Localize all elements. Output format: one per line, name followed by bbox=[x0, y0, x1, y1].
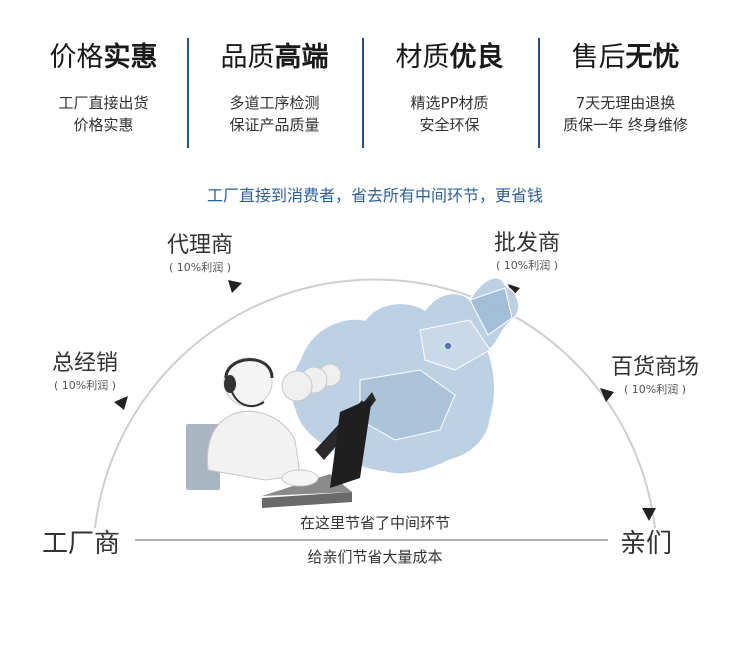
feature-line: 工厂直接出货 bbox=[58, 94, 149, 112]
node-name: 代理商 bbox=[166, 233, 233, 258]
node-profit: ( 10%利润 ) bbox=[53, 379, 117, 392]
feature-quality: 品质高端 多道工序检测 保证产品质量 bbox=[181, 40, 368, 136]
node-agent: 代理商 ( 10%利润 ) bbox=[145, 232, 255, 275]
node-profit: ( 10%利润 ) bbox=[495, 259, 559, 272]
node-name: 总经销 bbox=[51, 351, 118, 376]
feature-line: 精选PP材质 bbox=[410, 94, 489, 112]
feature-title: 材质优良 bbox=[395, 42, 504, 73]
feature-title: 品质高端 bbox=[220, 42, 329, 73]
start-node-factory: 工厂商 bbox=[42, 529, 121, 559]
feature-line: 7天无理由退换 bbox=[575, 94, 676, 112]
arrow-icon bbox=[114, 396, 128, 410]
savings-line-1: 在这里节省了中间环节 bbox=[299, 514, 450, 532]
tagline: 工厂直接到消费者，省去所有中间环节，更省钱 bbox=[206, 186, 543, 205]
feature-material: 材质优良 精选PP材质 安全环保 bbox=[356, 40, 543, 136]
node-department-store: 百货商场 ( 10%利润 ) bbox=[590, 354, 720, 397]
feature-aftersales: 售后无忧 7天无理由退换 质保一年 终身维修 bbox=[532, 40, 719, 136]
call-center-illustration bbox=[186, 357, 376, 508]
arrow-icon bbox=[600, 388, 614, 402]
end-node-customers: 亲们 bbox=[620, 529, 673, 559]
node-distributor: 总经销 ( 10%利润 ) bbox=[30, 350, 140, 393]
supply-arc bbox=[94, 278, 656, 529]
node-name: 百货商场 bbox=[610, 355, 699, 380]
feature-line: 质保一年 终身维修 bbox=[563, 116, 688, 134]
node-name: 批发商 bbox=[493, 231, 560, 256]
feature-line: 多道工序检测 bbox=[229, 94, 320, 112]
feature-line: 安全环保 bbox=[419, 116, 480, 134]
divider bbox=[187, 38, 189, 148]
node-wholesaler: 批发商 ( 10%利润 ) bbox=[472, 230, 582, 273]
node-profit: ( 10%利润 ) bbox=[623, 383, 687, 396]
arrow-icon bbox=[228, 280, 242, 293]
savings-line-2: 给亲们节省大量成本 bbox=[307, 548, 443, 566]
feature-price: 价格实惠 工厂直接出货 价格实惠 bbox=[10, 40, 197, 136]
divider bbox=[538, 38, 540, 148]
feature-title: 售后无忧 bbox=[571, 42, 680, 73]
feature-title: 价格实惠 bbox=[49, 42, 158, 73]
feature-line: 价格实惠 bbox=[73, 116, 134, 134]
feature-line: 保证产品质量 bbox=[229, 116, 320, 134]
arrow-icon bbox=[642, 508, 656, 521]
divider bbox=[362, 38, 364, 148]
node-profit: ( 10%利润 ) bbox=[168, 261, 232, 274]
